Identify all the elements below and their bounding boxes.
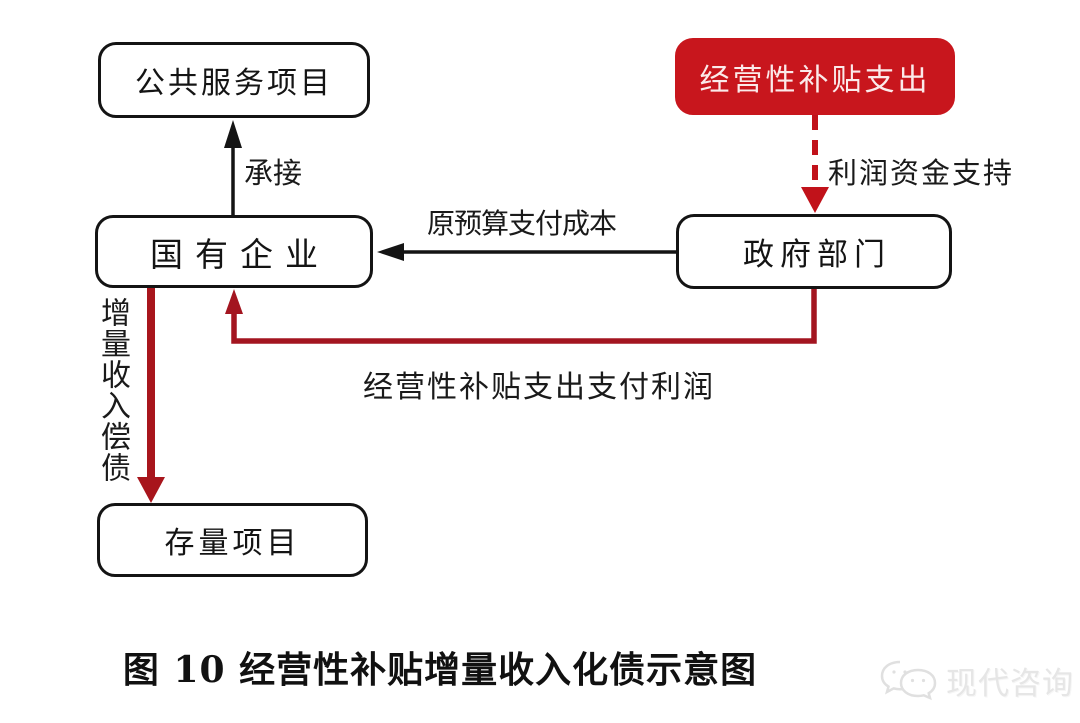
chat-bubbles-icon xyxy=(880,660,937,701)
node-state-owned-enterprise-label: 国有企业 xyxy=(150,234,330,274)
node-operating-subsidy-label: 经营性补贴支出 xyxy=(699,62,931,98)
budget-cost-arrow xyxy=(377,243,676,261)
undertake-arrow xyxy=(224,120,242,215)
node-operating-subsidy: 经营性补贴支出 xyxy=(675,38,955,115)
incremental-debt-arrow xyxy=(137,288,165,503)
edge-label-budget-cost: 原预算支付成本 xyxy=(427,207,617,240)
node-stock-project: 存量项目 xyxy=(97,503,368,577)
node-government-department-label: 政府部门 xyxy=(743,237,891,273)
edge-label-undertake: 承接 xyxy=(244,156,303,190)
subsidy-profit-arrow xyxy=(225,289,817,344)
edge-label-subsidy-profit: 经营性补贴支出支付利润 xyxy=(363,370,715,405)
profit-support-arrow xyxy=(801,115,829,213)
node-stock-project-label: 存量项目 xyxy=(164,526,301,561)
edge-label-incremental-debt: 增量收入偿债 xyxy=(95,297,130,483)
figure-caption: 图 10 经营性补贴增量收入化债示意图 xyxy=(122,649,758,691)
node-public-service-label: 公共服务项目 xyxy=(135,66,333,101)
node-public-service: 公共服务项目 xyxy=(98,42,370,118)
node-state-owned-enterprise: 国有企业 xyxy=(95,215,373,288)
edge-label-profit-support: 利润资金支持 xyxy=(828,156,1015,190)
watermark-brand-text: 现代咨询 xyxy=(946,665,1074,702)
watermark-logo: 现代咨询 xyxy=(878,656,1074,704)
node-government-department: 政府部门 xyxy=(676,214,952,289)
